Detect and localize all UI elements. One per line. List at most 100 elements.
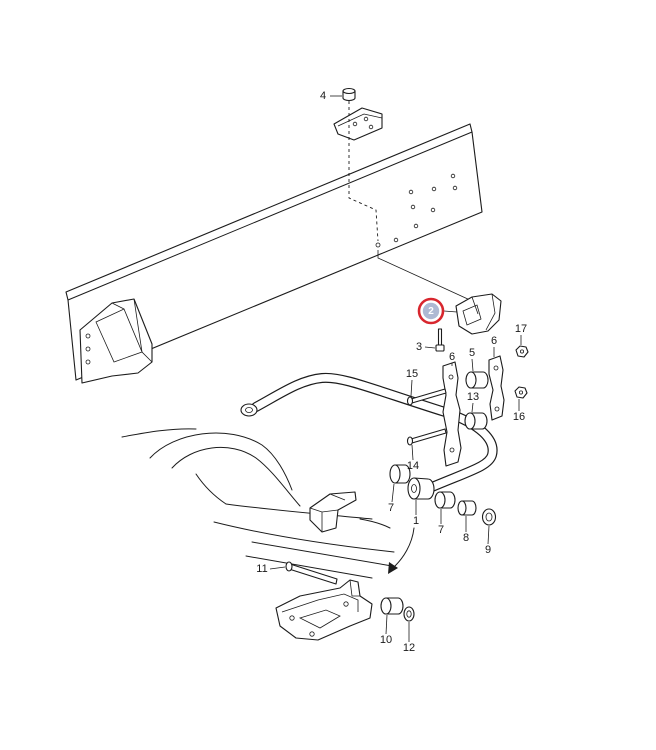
bolt-11-shaft [288, 563, 338, 585]
callout-8[interactable]: 8 [463, 532, 469, 544]
lower-bracket-hole [309, 631, 315, 637]
callout-6-left[interactable]: 6 [449, 351, 455, 363]
leader-14 [411, 444, 414, 461]
leader-9 [487, 525, 490, 545]
top-bracket-hole [352, 121, 358, 127]
axle-outline [359, 518, 391, 529]
leader-7-left [391, 483, 395, 503]
callout-5[interactable]: 5 [469, 347, 475, 359]
frame-rail-flange-edge [67, 131, 473, 301]
bolt-14-head [406, 436, 414, 446]
arrow-head [388, 562, 398, 574]
leader-3 [424, 346, 436, 349]
spring-clip-body [309, 491, 357, 533]
stabilizer-bar [240, 372, 498, 492]
part-4-nut-top [342, 87, 356, 95]
bolt-11-head [285, 561, 293, 572]
part-5-rubber [465, 371, 489, 389]
callout-7-right[interactable]: 7 [438, 524, 444, 536]
stabilizer-bar-fill [252, 374, 497, 491]
bolt-15-head [406, 396, 414, 406]
frame-hole [408, 189, 414, 195]
bushing-7-right-face [434, 491, 446, 509]
callout-16[interactable]: 16 [513, 411, 525, 423]
highlight-marker[interactable] [417, 297, 445, 325]
leader-2 [443, 310, 458, 313]
bracket-2-slot [462, 304, 482, 326]
part-7-bushing-right [434, 491, 456, 509]
leader-10 [385, 614, 388, 635]
callout-2[interactable]: 2 [428, 306, 434, 317]
part-3-bolt [435, 328, 445, 352]
clamp-right-strip [488, 355, 505, 421]
callout-17[interactable]: 17 [515, 323, 527, 335]
axle-outline [121, 428, 197, 438]
callout-9[interactable]: 9 [485, 544, 491, 556]
callout-3[interactable]: 3 [416, 341, 422, 353]
bracket-2-body [455, 293, 502, 335]
top-bracket-edge [337, 113, 383, 127]
spring-clip-bracket [309, 491, 357, 533]
bolt-15-shaft [410, 388, 447, 404]
bracket-2-edge [471, 293, 496, 331]
direction-arrow [388, 527, 415, 574]
top-bracket-hole [368, 124, 374, 130]
part-4-bracket [333, 87, 383, 141]
spring-hanger-hole [85, 346, 91, 352]
spring-clip-edge [329, 493, 346, 501]
part-9-washer [481, 508, 497, 526]
frame-hole [375, 242, 381, 248]
callout-10[interactable]: 10 [380, 634, 392, 646]
spring-leaf [251, 541, 393, 567]
position-guide-line [377, 250, 471, 301]
callout-15[interactable]: 15 [406, 368, 418, 380]
part-1-link [407, 477, 435, 500]
lower-bracket-edge [298, 609, 341, 629]
part-7-bushing-left [389, 464, 411, 484]
top-bracket-plate [333, 107, 383, 141]
spring-hanger-hole [85, 359, 91, 365]
clamp-right-hole [494, 406, 500, 412]
spring-leaf [245, 555, 373, 579]
callout-6-right[interactable]: 6 [491, 335, 497, 347]
part-8-sleeve [457, 500, 477, 516]
frame-hole [410, 204, 416, 210]
nut-17-body [515, 345, 529, 358]
washer-12-hole [406, 610, 412, 618]
clamp-left-hole [449, 447, 455, 453]
leader-lines [269, 95, 522, 642]
axle-outline [149, 432, 293, 491]
callout-7-left[interactable]: 7 [388, 502, 394, 514]
callout-14[interactable]: 14 [407, 460, 419, 472]
part-2-bracket [455, 293, 502, 335]
frame-hole [450, 173, 456, 179]
axle-spring-area [121, 428, 395, 579]
stabilizer-bar-eye-hole [245, 407, 253, 413]
callout-1[interactable]: 1 [413, 515, 419, 527]
bolt-3-head [435, 344, 445, 352]
clamp-left-strip [442, 361, 462, 467]
lower-bracket-body [275, 579, 373, 641]
lower-bracket-edge [281, 593, 359, 613]
part-17-nut [515, 345, 529, 358]
part-6-clamp-left [442, 361, 462, 467]
callout-4[interactable]: 4 [320, 90, 326, 102]
part-11-bolt [285, 561, 338, 585]
spring-clip-edge [309, 507, 339, 532]
lower-bracket [275, 579, 373, 641]
nut-17-hole [520, 349, 525, 354]
callout-11[interactable]: 11 [256, 563, 267, 575]
bolt-3-shaft [437, 328, 443, 346]
part-12-washer [403, 606, 415, 622]
callout-labels: 4 2 3 17 5 6 6 15 13 16 14 7 1 7 8 9 11 … [256, 90, 527, 654]
callout-12[interactable]: 12 [403, 642, 415, 654]
highlight-fill[interactable] [422, 302, 440, 320]
clamp-left-hole [448, 374, 454, 380]
leader-15 [410, 379, 413, 397]
callout-13[interactable]: 13 [467, 391, 479, 403]
part-15-bolt [406, 388, 447, 406]
part-14-bolt [406, 428, 447, 446]
position-guide-dashed [348, 101, 379, 242]
clamp-right-hole [493, 365, 499, 371]
sleeve-8-face [457, 500, 467, 516]
